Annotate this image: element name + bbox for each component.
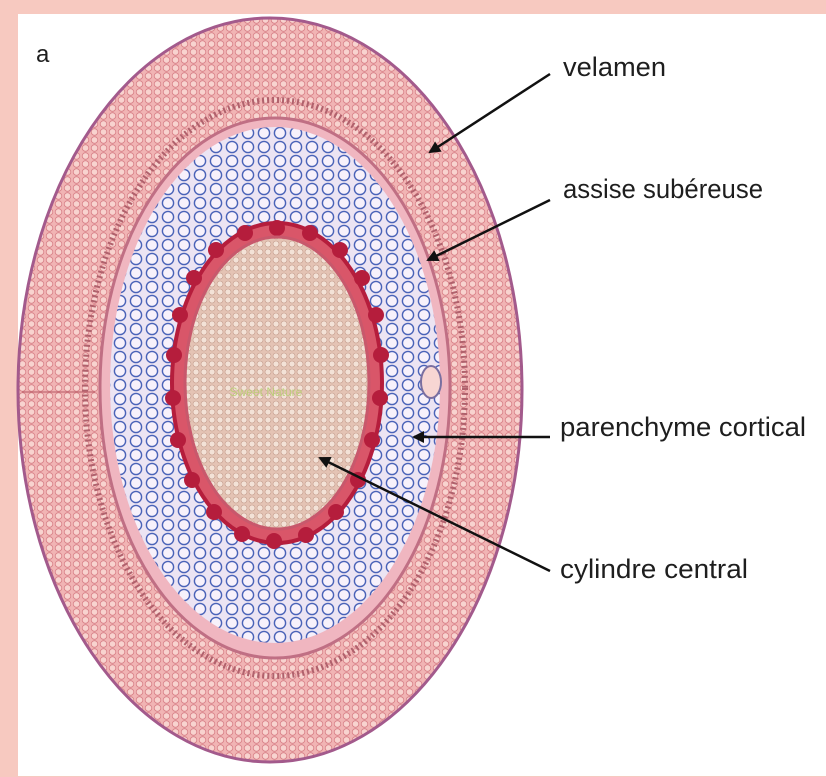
label-assise-subereuse: assise subéreuse	[563, 174, 763, 204]
watermark-text: Sweet Nature	[230, 385, 303, 399]
air-space	[421, 366, 441, 398]
label-cylindre-central: cylindre central	[560, 554, 748, 584]
root-section: Sweet Nature	[18, 18, 522, 762]
label-velamen: velamen	[563, 52, 666, 82]
label-parenchyme-cortical: parenchyme cortical	[560, 412, 806, 442]
cylindre-central	[185, 237, 369, 529]
panel-letter: a	[36, 41, 50, 68]
velamen-arrow	[430, 74, 550, 152]
